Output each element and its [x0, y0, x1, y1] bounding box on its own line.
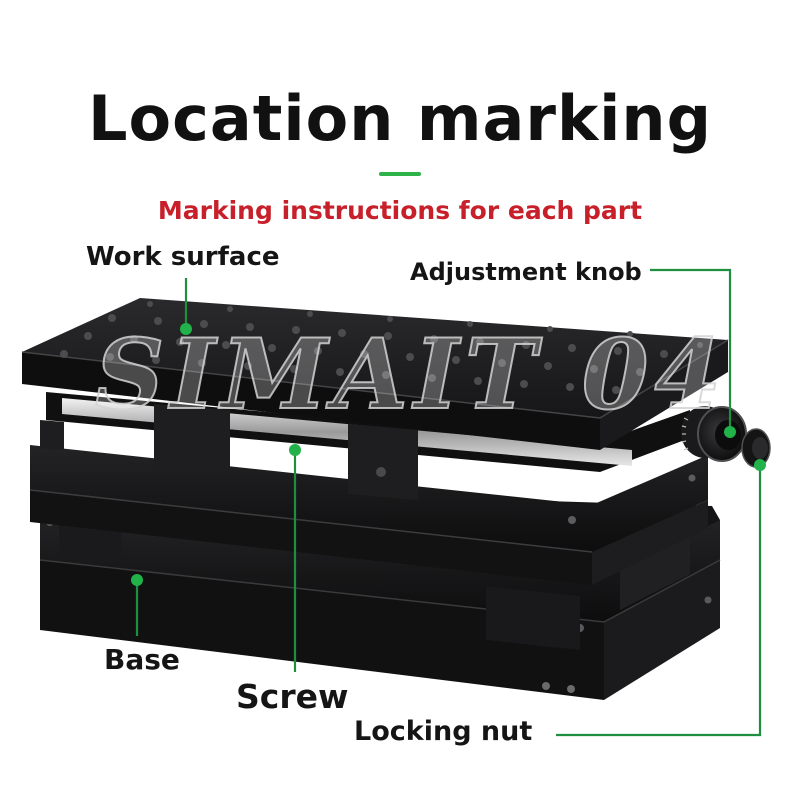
title-underline	[379, 172, 421, 176]
work-surface-plate	[21, 298, 729, 450]
page-title: Location marking	[88, 82, 712, 155]
mounting-holes	[60, 301, 703, 394]
callout-work-surface: Work surface	[86, 242, 280, 272]
callout-locking-nut: Locking nut	[354, 716, 533, 747]
upper-mechanism	[40, 392, 690, 500]
page-subtitle: Marking instructions for each part	[157, 196, 643, 225]
adjustment-knob	[681, 406, 747, 462]
middle-plate	[29, 430, 708, 585]
callout-screw: Screw	[236, 677, 349, 716]
leader-dots	[131, 323, 766, 586]
callout-base: Base	[104, 643, 180, 676]
leader-lines	[135, 268, 762, 737]
callout-adjustment-knob: Adjustment knob	[410, 258, 642, 286]
